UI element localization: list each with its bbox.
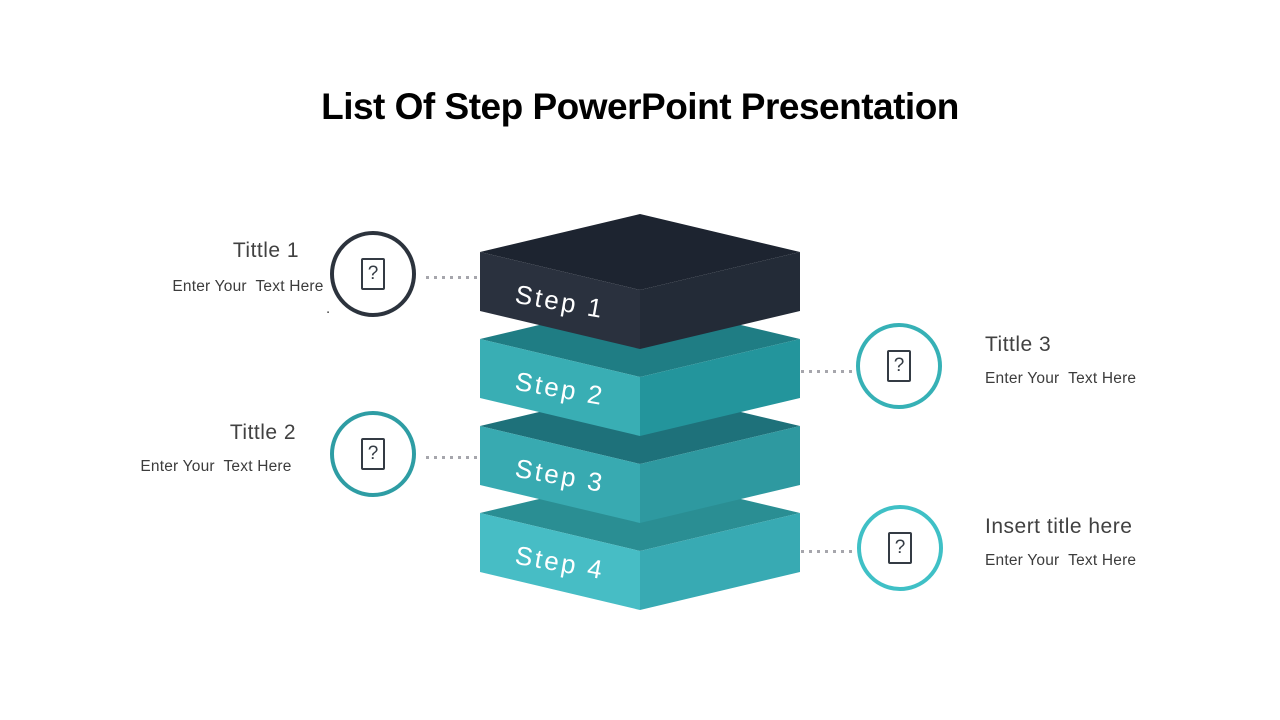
callout-4-body: Enter Your Text Here (985, 552, 1137, 569)
callout-2-body: Enter Your Text Here (140, 458, 292, 475)
callout-3-body: Enter Your Text Here (985, 370, 1137, 387)
question-box-icon: ? (361, 258, 385, 290)
callout-1-circle: ? (330, 231, 416, 317)
question-box-icon: ? (888, 532, 912, 564)
connector-line-2 (426, 456, 480, 459)
callout-3-title: Tittle 3 (985, 333, 1052, 356)
connector-line-4 (801, 550, 856, 553)
layer-right-face (640, 426, 800, 523)
callout-3-circle: ? (856, 323, 942, 409)
layer-right-face (640, 339, 800, 436)
question-box-icon: ? (361, 438, 385, 470)
layer-left-face (480, 252, 640, 349)
layer-right-face (640, 513, 800, 610)
slide-title: List Of Step PowerPoint Presentation (321, 86, 959, 127)
connector-line-1 (426, 276, 480, 279)
callout-1-body: Enter Your Text Here (172, 278, 324, 295)
step-layer: Step 1 (480, 214, 800, 349)
connector-line-3 (801, 370, 856, 373)
callout-2-title: Tittle 2 (229, 421, 297, 444)
layer-left-face (480, 426, 640, 523)
layer-left-face (480, 339, 640, 436)
callout-1-stray-period: . (326, 300, 331, 317)
callout-2-circle: ? (330, 411, 416, 497)
callout-4-title: Insert title here (985, 515, 1133, 538)
question-box-icon: ? (887, 350, 911, 382)
callout-1-title: Tittle 1 (232, 239, 300, 262)
callout-4-circle: ? (857, 505, 943, 591)
layer-right-face (640, 252, 800, 349)
layer-left-face (480, 513, 640, 610)
